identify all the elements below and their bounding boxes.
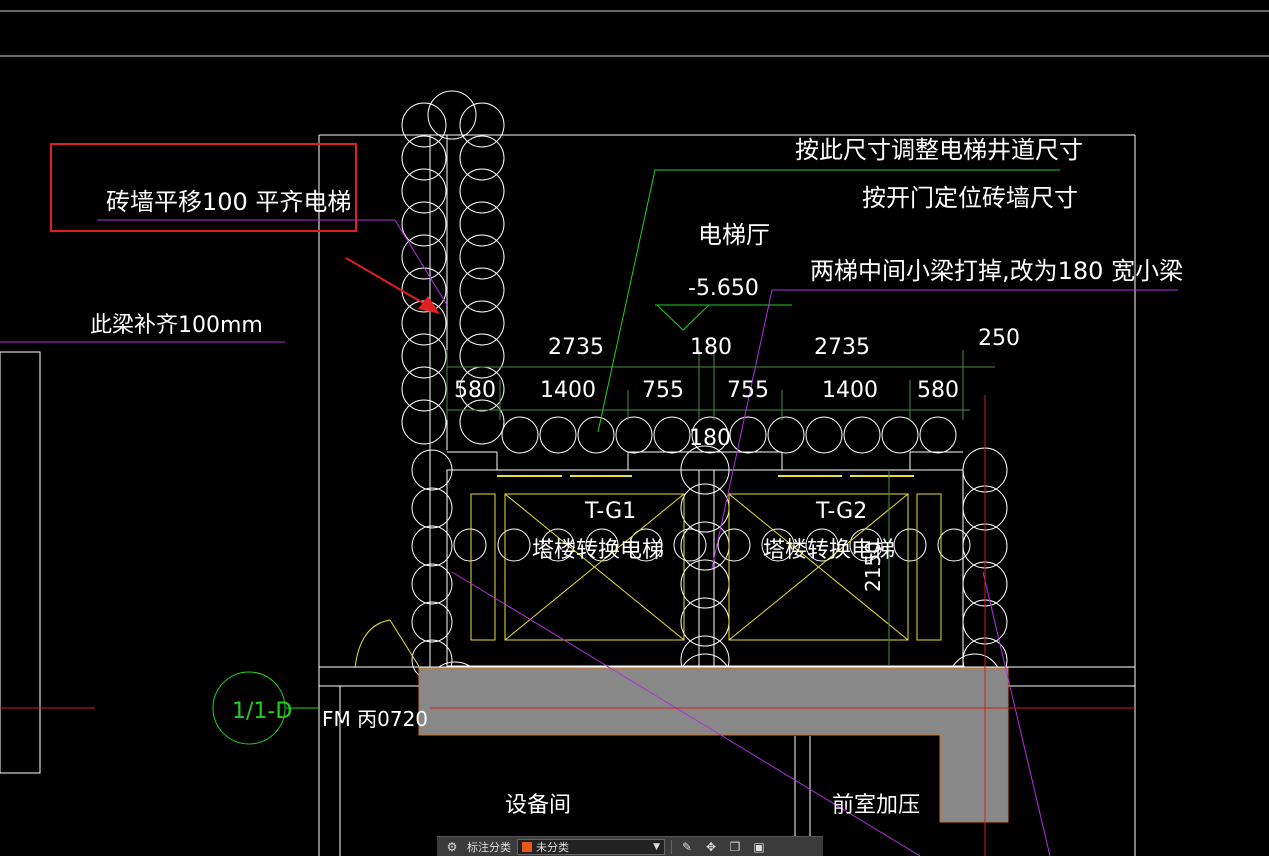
cloud-arc <box>937 528 971 562</box>
cloud-arc <box>427 90 477 140</box>
cloud-arc <box>691 416 729 454</box>
cloud-arc <box>653 416 691 454</box>
dim-bottom-2: 1400 <box>540 378 596 403</box>
red-axis-lines <box>0 395 1135 856</box>
cloud-arc <box>717 528 751 562</box>
cloud-arc <box>459 267 505 313</box>
category-select[interactable]: 未分类 ▼ <box>517 838 665 855</box>
beam-change-note: 两梯中间小梁打掉,改为180 宽小梁 <box>810 257 1183 285</box>
cloud-arc <box>761 528 795 562</box>
cloud-arc <box>849 528 883 562</box>
door-tag: FM 丙0720 <box>322 707 428 731</box>
cloud-arc <box>919 416 957 454</box>
cloud-arc <box>411 525 453 567</box>
pressurization-label: 前室加压 <box>832 793 920 818</box>
cloud-arc <box>459 300 505 346</box>
cloud-arc <box>401 168 447 214</box>
beam-note: 此梁补齐100mm <box>90 313 263 338</box>
dimension-lines <box>446 350 995 666</box>
shaft-note: 按此尺寸调整电梯井道尺寸 <box>795 136 1083 164</box>
concrete-wall-fill <box>418 667 1009 823</box>
paste-icon[interactable]: ▣ <box>753 839 765 854</box>
cloud-arc <box>459 234 505 280</box>
cloud-arc <box>673 528 707 562</box>
category-value: 未分类 <box>536 840 569 854</box>
elevator-1-label: 塔楼转换电梯 <box>532 538 664 563</box>
cloud-arc <box>459 168 505 214</box>
cloud-arc <box>680 597 730 647</box>
red-arrow-icon <box>345 257 440 314</box>
cloud-arc <box>680 445 730 495</box>
dim-top-3: 2735 <box>814 335 870 360</box>
elevator-cars <box>354 475 942 669</box>
cloud-arc <box>577 416 615 454</box>
cloud-arc <box>541 528 575 562</box>
cloud-arc <box>411 487 453 529</box>
elevator-1-code: T-G1 <box>584 499 636 524</box>
dim-top-2: 180 <box>690 335 732 360</box>
elevator-2-label: 塔楼转换电梯 <box>763 538 895 563</box>
door-note: 按开门定位砖墙尺寸 <box>862 184 1078 212</box>
cloud-arc <box>401 201 447 247</box>
chevron-down-icon: ▼ <box>653 841 660 852</box>
cloud-arc <box>411 563 453 605</box>
category-color-swatch <box>522 841 532 852</box>
dim-top-4: 250 <box>978 326 1020 351</box>
dim-bottom-5: 1400 <box>822 378 878 403</box>
magenta-leaders <box>0 219 1178 856</box>
category-label: 标注分类 <box>467 840 511 854</box>
cloud-arc <box>893 528 927 562</box>
cloud-arc <box>459 333 505 379</box>
move-icon[interactable]: ✥ <box>705 839 717 854</box>
cloud-arc <box>629 528 663 562</box>
dim-bottom-3: 755 <box>642 378 684 403</box>
cloud-arc <box>459 102 505 148</box>
elevation-label: -5.650 <box>688 276 759 301</box>
edit-icon[interactable]: ✎ <box>681 839 693 854</box>
elevator-2-code: T-G2 <box>815 499 867 524</box>
equipment-room-label: 设备间 <box>505 793 571 818</box>
cloud-arc <box>401 399 447 445</box>
dim-top-1: 2735 <box>548 335 604 360</box>
cloud-arc <box>501 416 539 454</box>
cloud-arc <box>805 528 839 562</box>
cloud-arc <box>729 416 767 454</box>
cloud-arc <box>401 135 447 181</box>
green-leaders <box>212 169 1060 745</box>
toolbar-divider <box>671 839 672 854</box>
dim-bottom-6: 580 <box>917 378 959 403</box>
cloud-arc <box>401 234 447 280</box>
cloud-arc <box>401 333 447 379</box>
cloud-arc <box>615 416 653 454</box>
cloud-arc <box>401 366 447 412</box>
cloud-arc <box>805 416 843 454</box>
cloud-arc <box>881 416 919 454</box>
category-icon[interactable]: ⚙ <box>446 839 458 854</box>
cloud-arc <box>453 528 487 562</box>
dim-bottom-1: 580 <box>454 378 496 403</box>
cloud-arc <box>411 449 453 491</box>
cloud-arc <box>401 300 447 346</box>
cloud-arc <box>459 201 505 247</box>
grid-axis-bubble <box>212 671 286 745</box>
cloud-arc <box>843 416 881 454</box>
cloud-arc <box>680 559 730 609</box>
highlight-note: 砖墙平移100 平齐电梯 <box>106 188 351 216</box>
cloud-arc <box>539 416 577 454</box>
cloud-arc <box>459 399 505 445</box>
cloud-arc <box>459 135 505 181</box>
dim-depth: 2150 <box>861 541 885 592</box>
cloud-arc <box>767 416 805 454</box>
copy-icon[interactable]: ❐ <box>729 839 741 854</box>
cloud-arc <box>401 102 447 148</box>
grid-axis-label: 1/1-D <box>232 699 292 724</box>
dim-bottom-4: 755 <box>727 378 769 403</box>
cloud-arc <box>497 528 531 562</box>
dim-center: 180 <box>689 426 731 451</box>
highlight-box <box>50 143 357 232</box>
annotation-toolbar: ⚙ 标注分类 未分类 ▼ ✎ ✥ ❐ ▣ <box>437 836 823 856</box>
lobby-label: 电梯厅 <box>698 221 770 249</box>
cloud-arc <box>411 601 453 643</box>
